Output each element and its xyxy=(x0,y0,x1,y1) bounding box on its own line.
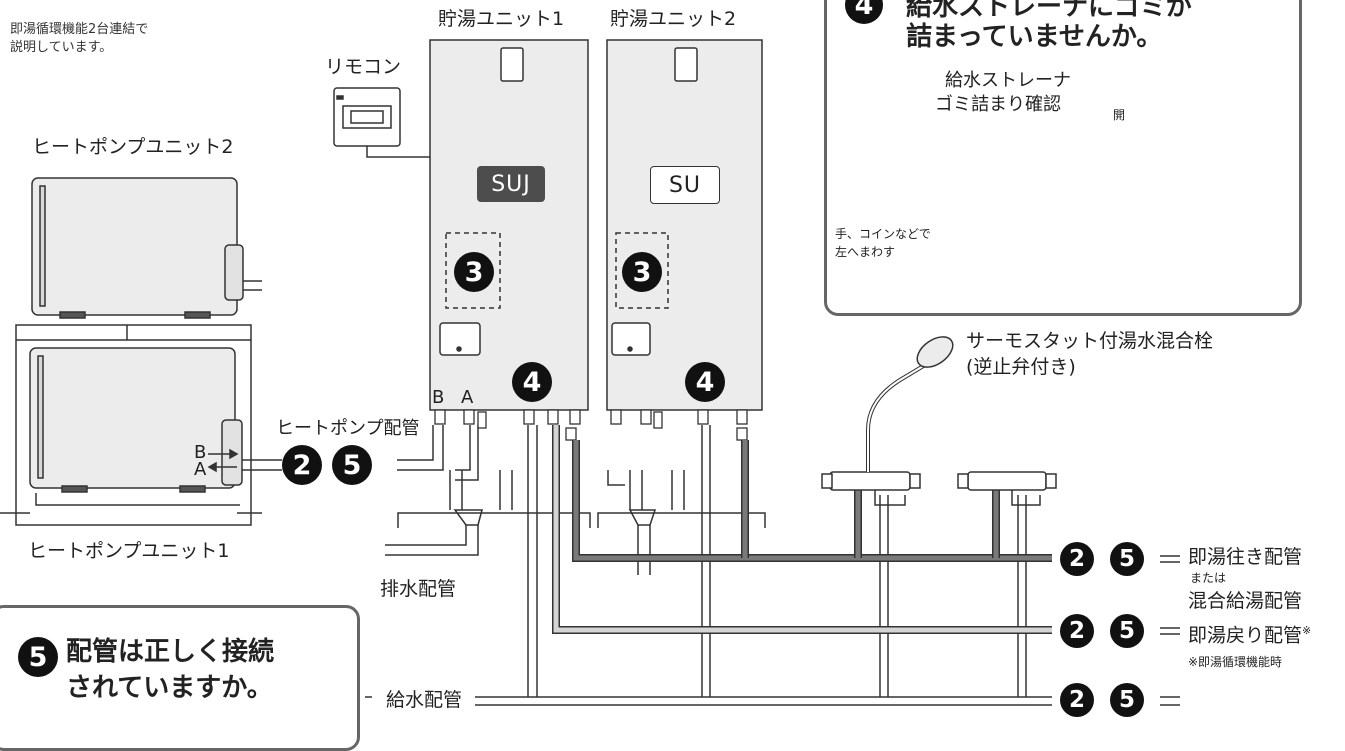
return-pipe-label: 即湯戻り配管※ xyxy=(1188,624,1311,647)
hand-note-2: 左へまわす xyxy=(835,245,896,259)
badge-4-tank2: 4 xyxy=(685,362,725,402)
badge-3-tank1: 3 xyxy=(454,252,494,292)
supply-pipe-label: 給水配管 xyxy=(386,689,463,711)
remote-label: リモコン xyxy=(325,56,402,78)
remote-controller xyxy=(333,87,430,158)
mixing-faucet-2 xyxy=(957,471,1057,506)
outgoing-pipe xyxy=(572,440,1052,562)
port-a-label: A xyxy=(461,387,474,408)
heatpump-unit-1-label: ヒートポンプユニット1 xyxy=(28,540,230,562)
badge-2-outgoing: 2 xyxy=(1060,542,1094,576)
note-line-2: 説明しています。 xyxy=(10,40,113,55)
supply-pipe xyxy=(475,425,1052,706)
pipe-stubs xyxy=(365,555,1180,706)
heatpump-pipe-label: ヒートポンプ配管 xyxy=(276,418,420,439)
tank-unit-2-label: 貯湯ユニット2 xyxy=(610,8,737,30)
heatpump-unit-1 xyxy=(29,347,243,506)
callout-5-badge: 5 xyxy=(18,637,58,677)
mixed-pipe-label: 混合給湯配管 xyxy=(1188,590,1303,612)
tank-unit-2 xyxy=(606,39,763,411)
or-label: または xyxy=(1190,571,1227,585)
badge-5-return: 5 xyxy=(1110,614,1144,648)
badge-5-heatpump: 5 xyxy=(332,445,372,485)
heatpump-unit-2-label: ヒートポンプユニット2 xyxy=(32,136,234,158)
badge-2-return: 2 xyxy=(1060,614,1094,648)
badge-5-supply: 5 xyxy=(1110,683,1144,717)
heatpump-pipe xyxy=(242,425,479,481)
port-arrows xyxy=(207,448,239,473)
return-pipe-text: 即湯戻り配管 xyxy=(1188,624,1303,647)
tank-tag-su: SU xyxy=(650,166,720,204)
callout-4-line2: 詰まっていませんか。 xyxy=(906,22,1163,52)
tank-unit-1 xyxy=(429,39,589,411)
floor xyxy=(397,512,766,528)
open-mark: 開 xyxy=(1113,108,1126,122)
drain-pipe-label: 排水配管 xyxy=(380,578,457,600)
note-line-1: 即湯循環機能2台連結で xyxy=(10,22,149,37)
badge-5-outgoing: 5 xyxy=(1110,542,1144,576)
strainer-label-1: 給水ストレーナ xyxy=(945,70,1071,91)
callout-5-line2: されていますか。 xyxy=(66,673,273,703)
outgoing-pipe-label: 即湯往き配管 xyxy=(1188,546,1303,568)
badge-2-supply: 2 xyxy=(1060,683,1094,717)
badge-4-tank1: 4 xyxy=(512,362,552,402)
port-b-label: B xyxy=(432,387,445,408)
strainer-label-2: ゴミ詰まり確認 xyxy=(935,94,1061,115)
heatpump-unit-2 xyxy=(31,177,262,319)
heatpump-port-b-label: B xyxy=(194,442,207,463)
heatpump-port-a-label: A xyxy=(194,459,207,480)
heatpump-stand xyxy=(0,324,262,526)
thermostat-faucet xyxy=(821,336,954,506)
faucet-label-1: サーモスタット付湯水混合栓 xyxy=(966,330,1214,352)
faucet-label-2: (逆止弁付き) xyxy=(966,356,1076,378)
badge-3-tank2: 3 xyxy=(622,252,662,292)
callout-strainer xyxy=(824,0,1302,316)
callout-5-line1: 配管は正しく接続 xyxy=(66,637,275,667)
tank-unit-1-label: 貯湯ユニット1 xyxy=(438,8,565,30)
tank-tag-suj: SUJ xyxy=(477,166,545,202)
return-pipe xyxy=(552,425,1052,634)
callout-4-line1: 給水ストレーナにゴミが xyxy=(906,0,1193,22)
return-pipe-note: ※即湯循環機能時 xyxy=(1188,655,1283,669)
hand-note-1: 手、コインなどで xyxy=(835,227,931,241)
return-mark: ※ xyxy=(1302,624,1312,637)
tank-valves xyxy=(434,409,748,441)
badge-2-heatpump: 2 xyxy=(282,445,322,485)
